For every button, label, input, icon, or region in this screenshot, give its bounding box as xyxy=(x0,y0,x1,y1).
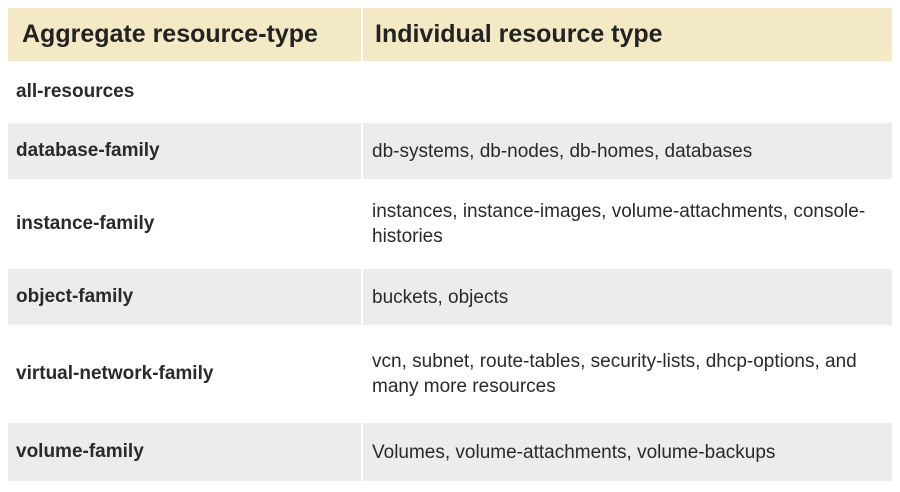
individual-cell: vcn, subnet, route-tables, security-list… xyxy=(363,327,892,421)
table-header-row: Aggregate resource-type Individual resou… xyxy=(8,8,892,63)
header-individual-resource-type: Individual resource type xyxy=(363,8,892,61)
individual-cell: Volumes, volume-attachments, volume-back… xyxy=(363,423,892,481)
aggregate-cell: volume-family xyxy=(8,423,363,481)
individual-cell: db-systems, db-nodes, db-homes, database… xyxy=(363,123,892,179)
individual-cell: buckets, objects xyxy=(363,269,892,325)
table-row: virtual-network-family vcn, subnet, rout… xyxy=(8,327,892,423)
table-row: instance-family instances, instance-imag… xyxy=(8,181,892,269)
table-row: volume-family Volumes, volume-attachment… xyxy=(8,423,892,483)
individual-cell: instances, instance-images, volume-attac… xyxy=(363,181,892,267)
aggregate-cell: all-resources xyxy=(8,63,363,121)
aggregate-cell: instance-family xyxy=(8,181,363,267)
individual-cell xyxy=(363,63,892,121)
table-row: all-resources xyxy=(8,63,892,123)
table-row: database-family db-systems, db-nodes, db… xyxy=(8,123,892,181)
aggregate-cell: virtual-network-family xyxy=(8,327,363,421)
resource-type-table: Aggregate resource-type Individual resou… xyxy=(8,8,892,483)
aggregate-cell: database-family xyxy=(8,123,363,179)
header-aggregate-resource-type: Aggregate resource-type xyxy=(8,8,363,61)
table-row: object-family buckets, objects xyxy=(8,269,892,327)
aggregate-cell: object-family xyxy=(8,269,363,325)
